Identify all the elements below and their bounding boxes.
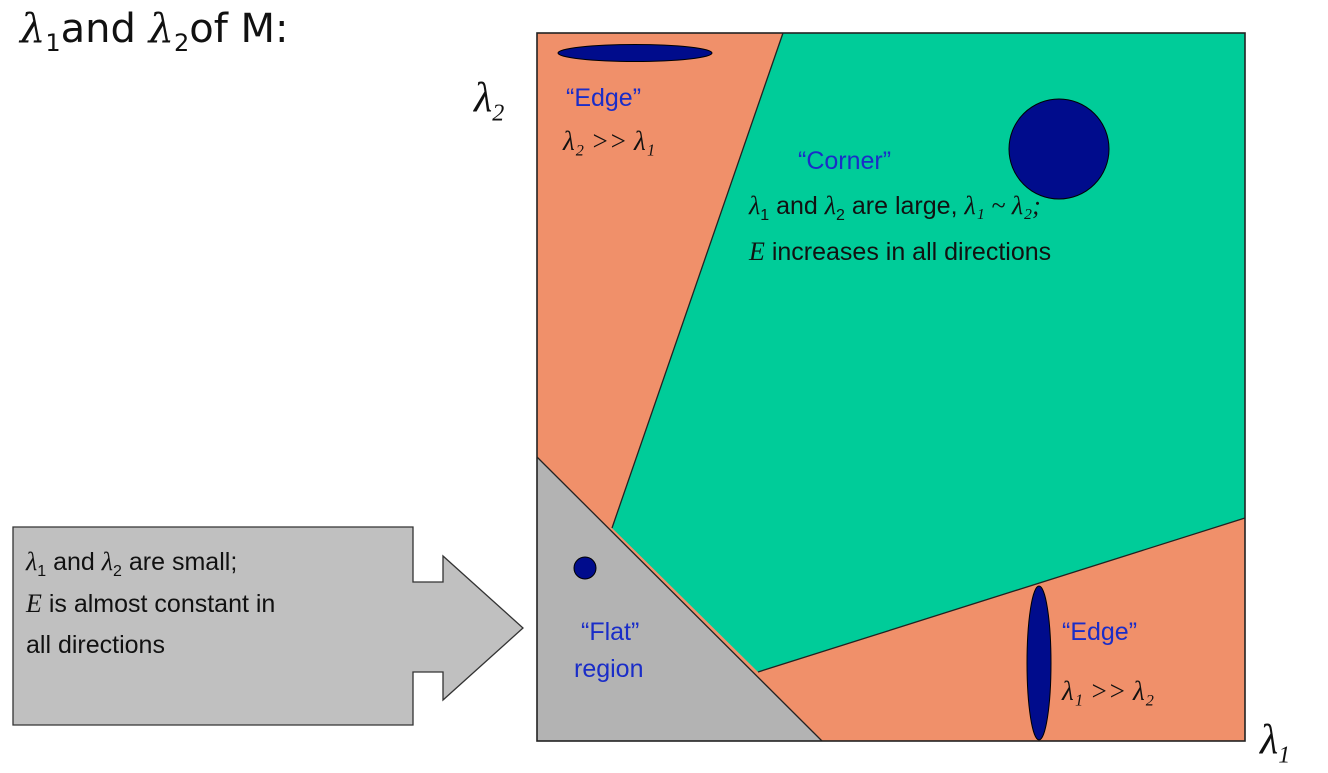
flat-subtitle: region xyxy=(574,655,644,683)
edge-horizontal-ellipse xyxy=(557,44,713,62)
edge-corner-boundary-top xyxy=(611,32,784,529)
corner-region xyxy=(612,33,1245,672)
edge-vertical-ellipse xyxy=(1026,585,1052,741)
edge-bottom-relation: λ₁ >> λ₂ xyxy=(1062,676,1155,706)
edge-top-title: “Edge” xyxy=(566,84,642,112)
y-axis-label: λ2 xyxy=(474,75,505,127)
page-title: λ1and λ2of M: xyxy=(20,6,289,57)
callout-line1: λ1 and λ2 are small; xyxy=(26,547,238,580)
flat-boundary xyxy=(536,456,823,742)
corner-circle xyxy=(1008,98,1110,200)
callout-line3: all directions xyxy=(26,631,165,659)
flat-circle xyxy=(573,556,597,580)
flat-title: “Flat” xyxy=(581,618,640,646)
corner-description-line2: E increases in all directions xyxy=(749,237,1052,266)
x-axis-label: λ1 xyxy=(1260,717,1291,769)
corner-title: “Corner” xyxy=(798,147,892,175)
callout-line2: E is almost constant in xyxy=(26,589,276,618)
edge-top-relation: λ₂ >> λ₁ xyxy=(563,126,656,156)
callout-arrow xyxy=(12,526,524,726)
edge-bottom-title: “Edge” xyxy=(1062,618,1138,646)
plot-frame xyxy=(536,32,1246,742)
corner-description-line1: λ1 and λ2 are large, λ₁ ~ λ₂; xyxy=(749,191,1041,224)
edge-corner-boundary-bottom xyxy=(757,517,1246,673)
